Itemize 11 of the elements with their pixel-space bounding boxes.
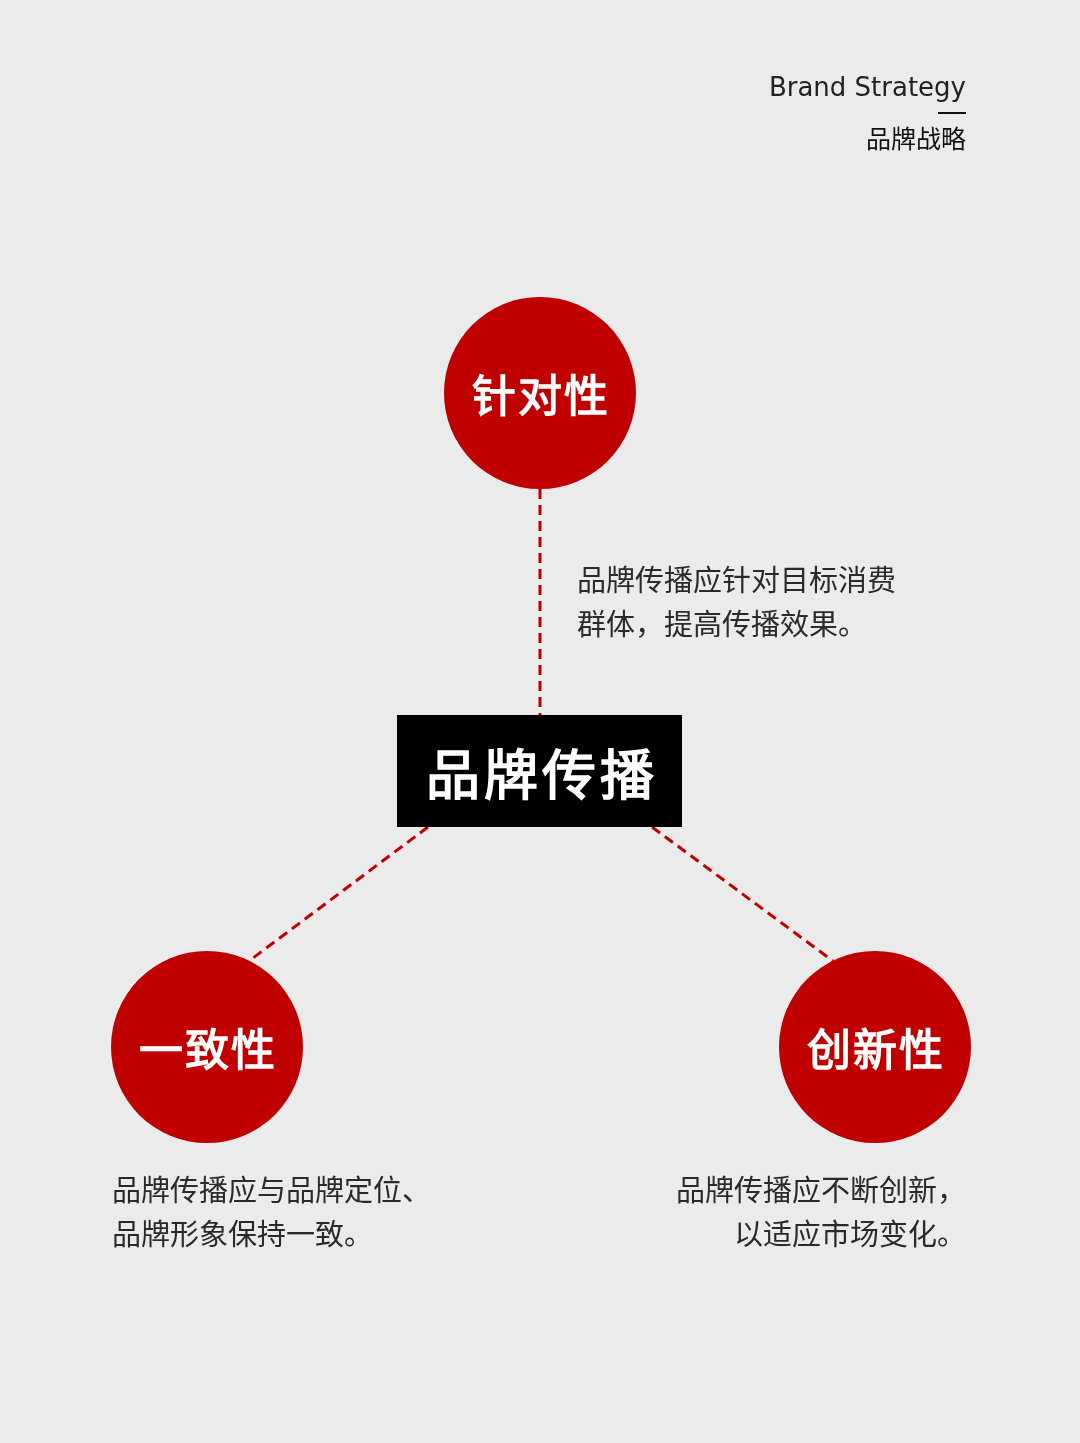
topic-box: 品牌传播: [397, 715, 682, 827]
topic-circle: 针对性: [444, 297, 636, 489]
dashed-line: [538, 489, 542, 715]
description-text: 品牌传播应与品牌定位、品牌形象保持一致。: [112, 1174, 432, 1253]
description-text: 品牌传播应针对目标消费群体，提高传播效果。: [577, 564, 897, 643]
subtitle-text: Brand Strategy: [768, 72, 966, 104]
topic-circle: 一致性: [111, 951, 303, 1143]
description-text: 品牌传播应不断创新，以适应市场变化。: [675, 1174, 966, 1253]
topic-circle: 创新性: [779, 951, 971, 1143]
dashed-line: [651, 825, 834, 963]
heading-text: 品牌战略: [866, 124, 966, 154]
